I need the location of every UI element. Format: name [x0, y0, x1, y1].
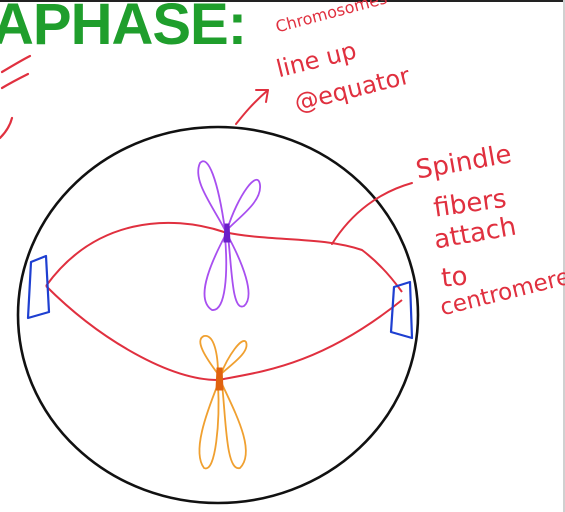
chromatid-top-left: [198, 161, 225, 230]
equator-arrow: [236, 90, 268, 124]
chromatid-top-right: [227, 180, 260, 230]
chromosome-orange: [199, 336, 246, 469]
left-scribble-2: [2, 74, 28, 88]
chromatid-top-left-orange: [200, 336, 218, 374]
spindle-note-line-4: to: [440, 263, 469, 292]
chromatid-top-right-orange: [221, 341, 247, 374]
chromatid-bottom-left-orange: [199, 384, 218, 468]
chromatid-bottom-right-orange: [222, 384, 246, 468]
centromere-bottom: [216, 368, 223, 390]
left-scribble-3: [0, 118, 12, 138]
left-scribble-1: [2, 56, 30, 72]
chromatid-bottom-left: [204, 236, 226, 310]
centromere-top: [224, 224, 230, 242]
chromatid-bottom-right: [228, 236, 249, 307]
